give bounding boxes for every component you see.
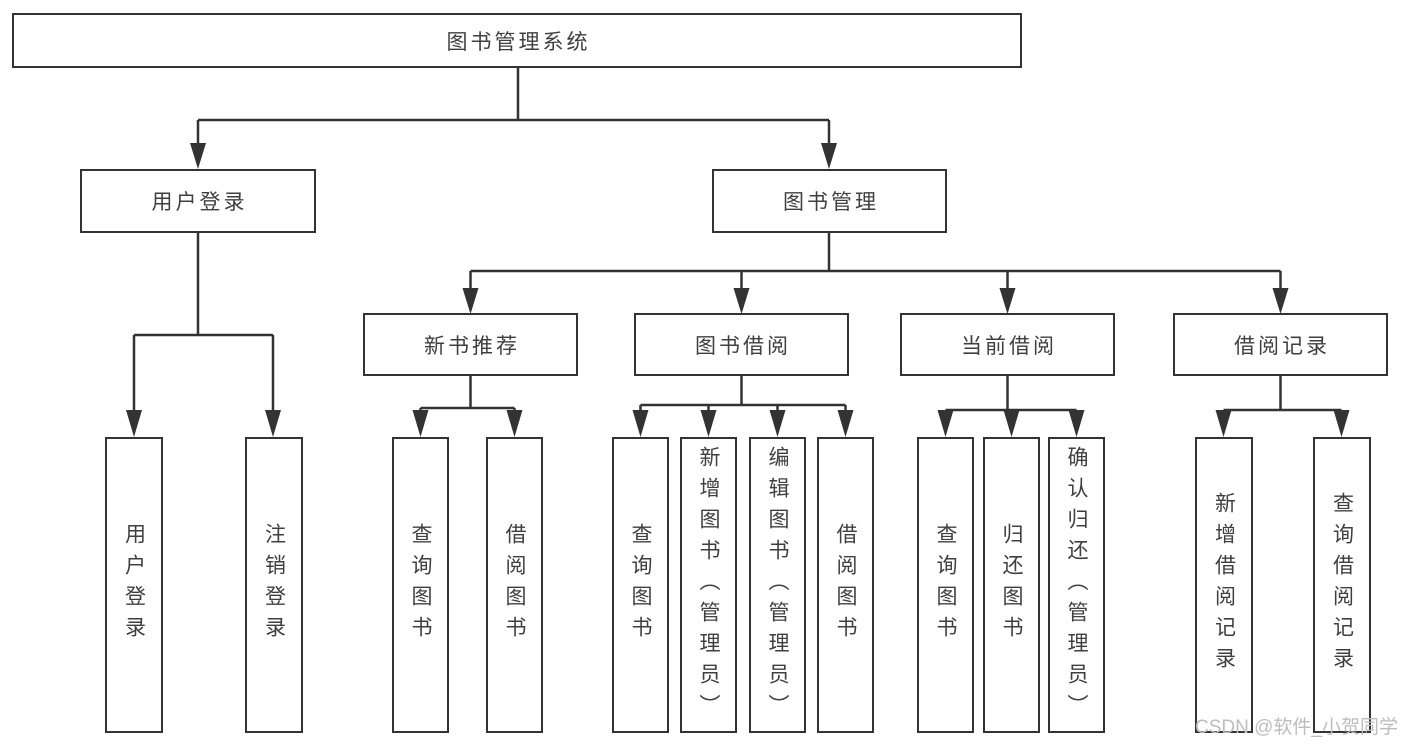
- leaf-return-books: 归还图书: [983, 437, 1040, 733]
- leaf-logout-login: 注销登录: [245, 437, 303, 733]
- leaf-confirm-return-admin: 确认归还（管理员）: [1048, 437, 1105, 733]
- arrowhead-icons: [126, 143, 1350, 437]
- leaf-query-books-current: 查询图书: [917, 437, 974, 733]
- node-current-borrowing: 当前借阅: [900, 313, 1115, 376]
- leaf-borrow-books-borrowing: 借阅图书: [817, 437, 874, 733]
- leaf-add-books-admin: 新增图书（管理员）: [680, 437, 737, 733]
- leaf-add-borrow-record: 新增借阅记录: [1195, 437, 1253, 733]
- leaf-query-books-recommend: 查询图书: [392, 437, 449, 733]
- node-book-management: 图书管理: [712, 169, 947, 233]
- leaf-query-books-borrowing: 查询图书: [612, 437, 669, 733]
- node-library-system: 图书管理系统: [12, 13, 1022, 68]
- leaf-edit-books-admin: 编辑图书（管理员）: [749, 437, 806, 733]
- leaf-query-borrow-record: 查询借阅记录: [1313, 437, 1371, 733]
- node-book-borrowing: 图书借阅: [634, 313, 849, 376]
- node-new-book-recommendation: 新书推荐: [363, 313, 578, 376]
- leaf-borrow-books-recommend: 借阅图书: [486, 437, 543, 733]
- node-user-login: 用户登录: [80, 169, 316, 233]
- csdn-watermark: CSDN @软件_小贺同学: [1195, 717, 1398, 738]
- node-borrowing-records: 借阅记录: [1173, 313, 1388, 376]
- leaf-user-login: 用户登录: [105, 437, 163, 733]
